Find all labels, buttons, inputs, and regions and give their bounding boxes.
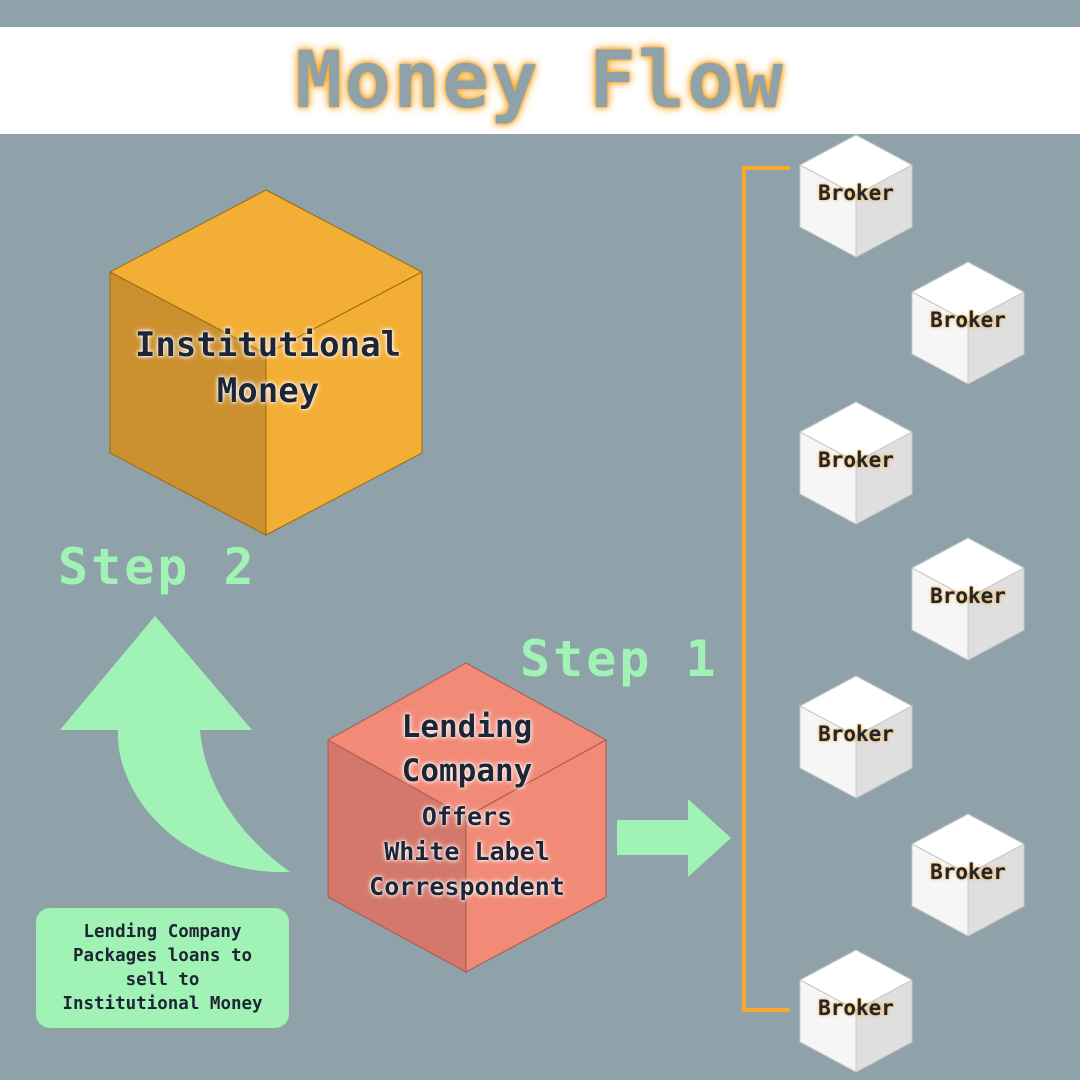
cube-right-face (855, 164, 913, 258)
cube-right-face (465, 739, 607, 973)
label-line: Offers (421, 802, 513, 831)
lending-company-label: Lending Company Offers White Label Corre… (328, 705, 606, 904)
broker-label: Broker (930, 584, 1006, 608)
broker-cube (798, 675, 914, 799)
cube-right-face (855, 705, 913, 799)
note-line: Lending Company (83, 922, 242, 942)
broker-bracket (742, 166, 790, 1012)
step-1-label: Step 1 (520, 630, 719, 688)
broker-label: Broker (818, 181, 894, 205)
broker-cube (910, 813, 1026, 937)
label-line: Money (216, 371, 320, 411)
lending-company-cube (326, 662, 608, 973)
header-bar (0, 27, 1080, 134)
broker-label: Broker (818, 448, 894, 472)
cube-right-face (855, 979, 913, 1073)
note-line: sell to (125, 970, 200, 990)
right-arrow (617, 799, 731, 877)
label-line: White Label (384, 837, 550, 866)
broker-cube (798, 134, 914, 258)
broker-label: Broker (818, 722, 894, 746)
broker-label: Broker (930, 860, 1006, 884)
cube-right-face (265, 271, 423, 536)
broker-cube (910, 537, 1026, 661)
broker-label: Broker (930, 308, 1006, 332)
label-line: Lending (401, 709, 533, 745)
page-title: Money Flow (295, 35, 785, 126)
institutional-money-cube (108, 189, 424, 536)
label-line: Institutional (134, 325, 402, 365)
broker-cube (798, 401, 914, 525)
curved-up-arrow (60, 616, 290, 873)
cube-right-face (967, 567, 1025, 661)
label-line: Company (401, 753, 533, 789)
label-line: Correspondent (369, 872, 565, 901)
cube-right-face (967, 843, 1025, 937)
note-box: Lending Company Packages loans to sell t… (36, 908, 289, 1028)
broker-cube (798, 949, 914, 1073)
broker-cubes (798, 134, 1026, 1073)
step-2-label: Step 2 (58, 538, 257, 596)
note-line: Institutional Money (62, 994, 263, 1014)
institutional-money-label: Institutional Money (108, 322, 428, 414)
broker-cube (910, 261, 1026, 385)
note-line: Packages loans to (72, 946, 253, 966)
cube-right-face (855, 431, 913, 525)
broker-label: Broker (818, 996, 894, 1020)
cube-right-face (967, 291, 1025, 385)
